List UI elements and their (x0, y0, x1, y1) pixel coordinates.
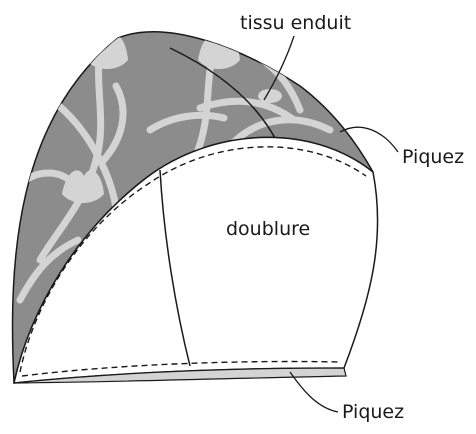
label-doublure: doublure (226, 220, 310, 239)
leader-line-piquez-bottom (290, 372, 338, 412)
label-piquez-top: Piquez (402, 148, 464, 167)
label-tissu-enduit: tissu enduit (240, 14, 351, 33)
label-piquez-bottom: Piquez (342, 403, 404, 422)
